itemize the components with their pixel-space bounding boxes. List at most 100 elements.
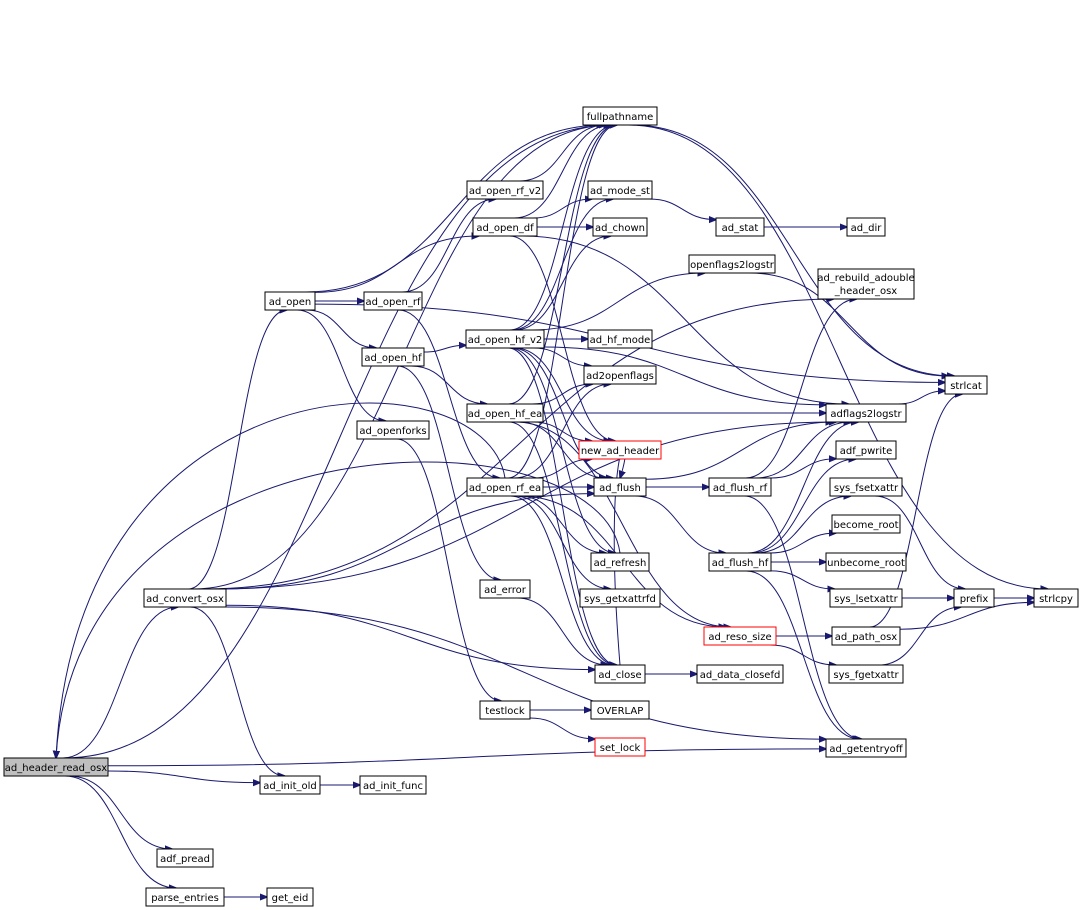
edge-ad_open_rf_ea-to-ad_refresh — [518, 495, 606, 553]
node-get_eid[interactable]: get_eid — [266, 887, 314, 907]
node-label: ad_open — [269, 297, 311, 308]
node-become_root[interactable]: become_root — [831, 514, 901, 534]
edge-ad_convert_osx-to-ad_flush — [220, 494, 594, 590]
edge-ad_convert_osx-to-ad_init_old — [190, 606, 285, 776]
node-label: ad_init_old — [263, 781, 317, 792]
edge-ad_header_read_osx-to-ad_convert_osx — [62, 607, 178, 759]
edge-ad_open-to-ad_open_hf — [306, 309, 377, 348]
edge-ad_header_read_osx-to-ad_init_old — [107, 770, 260, 783]
node-ad_open[interactable]: ad_open — [264, 291, 316, 311]
node-box — [479, 579, 531, 599]
node-label: ad_stat — [722, 223, 759, 234]
node-ad2openflags[interactable]: ad2openflags — [583, 365, 657, 385]
node-box — [846, 217, 886, 237]
node-ad_open_hf_v2[interactable]: ad_open_hf_v2 — [465, 329, 545, 349]
node-label: prefix — [960, 594, 989, 605]
node-ad_open_df[interactable]: ad_open_df — [472, 217, 538, 237]
node-ad_open_rf_v2[interactable]: ad_open_rf_v2 — [466, 180, 544, 200]
node-ad_flush_hf[interactable]: ad_flush_hf — [708, 552, 772, 572]
node-ad_hf_mode[interactable]: ad_hf_mode — [587, 329, 653, 349]
node-strlcpy[interactable]: strlcpy — [1033, 588, 1079, 608]
node-testlock[interactable]: testlock — [479, 700, 531, 720]
node-fullpathname[interactable]: fullpathname — [582, 106, 658, 126]
edge-ad_open_hf_v2-to-ad_close — [508, 347, 617, 665]
node-ad_path_osx[interactable]: ad_path_osx — [831, 626, 901, 646]
node-ad_rebuild_adouble_header_osx[interactable]: ad_rebuild_adouble_header_osx — [817, 268, 915, 300]
edge-ad_open_hf_v2-to-openflags2logstr — [532, 273, 705, 331]
node-box — [466, 180, 544, 200]
node-label: set_lock — [600, 743, 641, 754]
edge-ad_error-to-ad_close — [517, 597, 608, 665]
node-set_lock[interactable]: set_lock — [594, 737, 646, 757]
node-ad_open_rf[interactable]: ad_open_rf — [363, 291, 423, 311]
node-ad_dir[interactable]: ad_dir — [846, 217, 886, 237]
node-ad_open_rf_ea[interactable]: ad_open_rf_ea — [466, 477, 544, 497]
node-ad_data_closefd[interactable]: ad_data_closefd — [696, 664, 784, 684]
edge-ad_open_rf_ea-to-new_ad_header — [532, 459, 592, 479]
node-ad_stat[interactable]: ad_stat — [715, 217, 765, 237]
edge-ad_open_rf_ea-to-ad2openflags — [514, 384, 611, 479]
edge-ad_open_rf_ea-to-ad_header_read_osx — [56, 402, 506, 758]
node-ad_chown[interactable]: ad_chown — [592, 217, 648, 237]
node-label: fullpathname — [587, 112, 654, 123]
node-ad_init_func[interactable]: ad_init_func — [359, 775, 427, 795]
node-adflags2logstr[interactable]: adflags2logstr — [825, 403, 907, 423]
edge-ad_flush_hf-to-become_root — [769, 533, 836, 554]
node-ad_error[interactable]: ad_error — [479, 579, 531, 599]
edge-ad_flush_rf-to-ad_getentryoff — [744, 495, 861, 739]
node-box — [593, 477, 647, 497]
edge-ad_flush_hf-to-adflags2logstr — [747, 422, 859, 554]
edge-ad_flush_hf-to-adf_pwrite — [750, 459, 856, 554]
node-box — [944, 375, 988, 395]
edge-ad_open_rf_ea-to-sys_getxattrfd — [514, 495, 610, 589]
node-sys_getxattrfd[interactable]: sys_getxattrfd — [579, 588, 661, 608]
node-sys_lsetxattr[interactable]: sys_lsetxattr — [829, 588, 903, 608]
node-ad_header_read_osx[interactable]: ad_header_read_osx — [3, 757, 109, 777]
node-label: ad_open_hf_ea — [468, 409, 543, 420]
node-box — [828, 664, 904, 684]
node-adf_pwrite[interactable]: adf_pwrite — [835, 440, 897, 460]
node-strlcat[interactable]: strlcat — [944, 375, 988, 395]
node-label: ad_data_closefd — [700, 670, 781, 681]
node-label: ad_open_df — [476, 223, 534, 234]
node-ad_open_hf[interactable]: ad_open_hf — [361, 347, 425, 367]
node-box — [703, 626, 777, 646]
node-ad_close[interactable]: ad_close — [594, 664, 646, 684]
node-sys_fgetxattr[interactable]: sys_fgetxattr — [828, 664, 904, 684]
node-prefix[interactable]: prefix — [953, 588, 995, 608]
node-label: become_root — [833, 520, 898, 531]
node-openflags2logstr[interactable]: openflags2logstr — [688, 254, 776, 274]
node-ad_flush[interactable]: ad_flush — [593, 477, 647, 497]
node-label: ad_refresh — [594, 558, 647, 569]
edge-ad_header_read_osx-to-fullpathname — [63, 125, 612, 759]
node-unbecome_root[interactable]: unbecome_root — [825, 552, 907, 572]
node-new_ad_header[interactable]: new_ad_header — [578, 440, 662, 460]
node-label: sys_fgetxattr — [833, 670, 899, 681]
node-box — [708, 477, 772, 497]
node-parse_entries[interactable]: parse_entries — [145, 887, 225, 907]
node-ad_refresh[interactable]: ad_refresh — [590, 552, 650, 572]
edge-ad_flush_hf-to-sys_fsetxattr — [755, 496, 851, 554]
node-box — [266, 887, 314, 907]
edge-ad_flush_hf-to-sys_lsetxattr — [770, 570, 835, 589]
node-ad_convert_osx[interactable]: ad_convert_osx — [143, 588, 227, 608]
edge-ad_open_hf-to-ad_error — [397, 365, 500, 580]
node-ad_mode_st[interactable]: ad_mode_st — [587, 180, 653, 200]
node-sys_fsetxattr[interactable]: sys_fsetxattr — [829, 477, 903, 497]
node-adf_pread[interactable]: adf_pread — [156, 848, 214, 868]
edge-ad_open_df-to-ad_mode_st — [532, 199, 592, 219]
node-label: ad_hf_mode — [590, 335, 651, 346]
edge-ad_open-to-ad_openforks — [297, 309, 386, 421]
node-box — [587, 329, 653, 349]
node-label: ad_close — [598, 670, 641, 681]
node-ad_init_old[interactable]: ad_init_old — [259, 775, 321, 795]
node-ad_flush_rf[interactable]: ad_flush_rf — [708, 477, 772, 497]
edge-ad_open_rf-to-ad_open_rf_v2 — [402, 199, 496, 293]
node-ad_openforks[interactable]: ad_openforks — [356, 420, 430, 440]
edge-ad_open_hf_v2-to-adflags2logstr — [543, 346, 826, 405]
node-ad_open_hf_ea[interactable]: ad_open_hf_ea — [466, 403, 544, 423]
node-label: ad_open_rf_ea — [469, 483, 541, 494]
node-ad_getentryoff[interactable]: ad_getentryoff — [825, 738, 907, 758]
node-ad_reso_size[interactable]: ad_reso_size — [703, 626, 777, 646]
node-OVERLAP[interactable]: OVERLAP — [590, 700, 650, 720]
